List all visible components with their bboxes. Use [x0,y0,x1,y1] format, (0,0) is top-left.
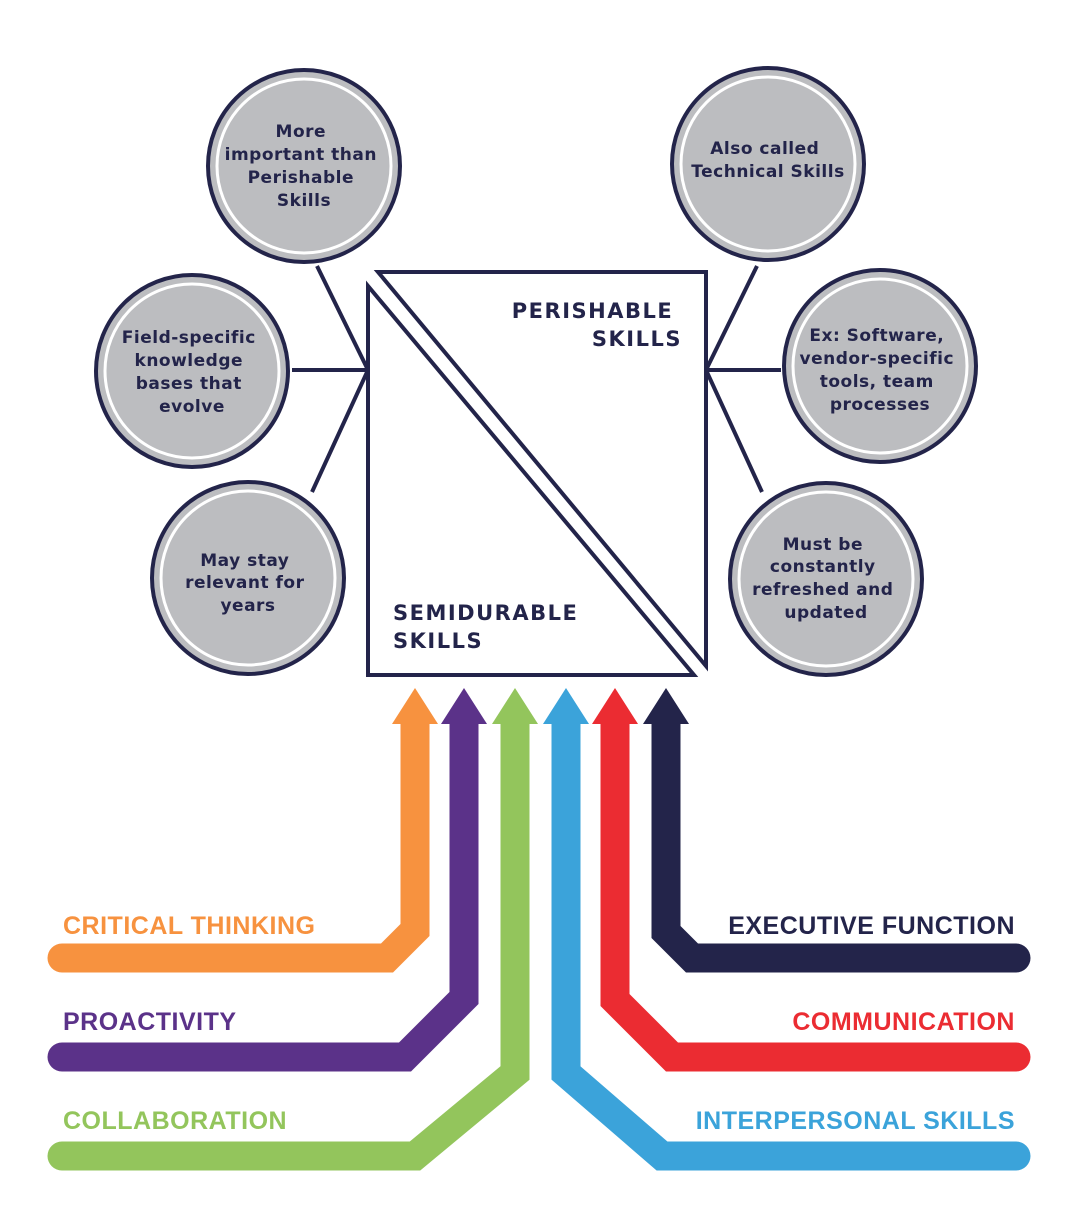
circle-line: May stay [200,551,289,571]
arrow-communication [592,688,1031,1072]
label-proactivity: PROACTIVITY [63,1008,237,1036]
circle-inner-ring [791,277,969,455]
circle-inner-ring [159,489,337,667]
circle-shape [782,268,978,464]
circle-left-bot: May stay relevant for years [150,480,346,676]
circle-shape [150,480,346,676]
circle-line: Also called [710,139,819,159]
circle-line: refreshed and [752,580,893,600]
circle-inner-ring [737,490,915,668]
circle-line: relevant for [185,573,305,593]
circle-line: Must be [783,535,863,555]
circle-line: Perishable [248,168,354,188]
arrow-proactivity [47,688,487,1072]
label-critical-thinking: CRITICAL THINKING [63,912,315,940]
circle-shape [94,273,290,469]
skill-arrows [47,688,1031,1171]
circle-line: Ex: Software, [809,326,944,346]
semidurable-line-2: SKILLS [393,629,483,653]
skills-square [366,270,708,677]
label-communication: COMMUNICATION [792,1008,1015,1036]
perishable-line-2: SKILLS [592,327,682,351]
perishable-line-1: PERISHABLE [512,299,673,323]
label-collaboration: COLLABORATION [63,1107,287,1135]
circle-left-top: More important than Perishable Skills [206,68,402,264]
circle-inner-ring [679,75,857,253]
circle-text: Ex: Software, vendor-specific tools, tea… [800,326,961,415]
perishable-skills-label: PERISHABLE SKILLS [512,299,682,351]
circle-right-top: Also called Technical Skills [670,66,866,262]
circle-inner-ring [103,282,281,460]
arrow-critical-thinking [47,688,438,973]
circle-text: Field-specific knowledge bases that evol… [122,328,262,417]
arrow-collaboration [47,688,538,1171]
circle-line: important than [225,145,377,165]
circle-line: constantly [770,557,876,577]
circle-line: Field-specific [122,328,256,348]
circle-line: vendor-specific [800,349,955,369]
arrow-executive-function [643,688,1031,973]
circle-text: More important than Perishable Skills [225,122,384,211]
circle-line: bases that [136,374,242,394]
semidurable-triangle [366,280,699,677]
perishable-triangle [373,270,708,672]
label-executive-function: EXECUTIVE FUNCTION [728,912,1015,940]
circle-line: More [276,122,327,142]
circle-shape [206,68,402,264]
circle-inner-ring [215,77,393,255]
connector-lines [292,265,781,493]
circle-right-bot: Must be constantly refreshed and updated [728,481,924,677]
circle-line: tools, team [820,372,934,392]
semidurable-skills-label: SEMIDURABLE SKILLS [393,601,587,653]
label-interpersonal-skills: INTERPERSONAL SKILLS [696,1107,1015,1135]
circle-line: evolve [159,397,225,417]
circle-left-mid: Field-specific knowledge bases that evol… [94,273,290,469]
circle-text: Must be constantly refreshed and updated [752,535,900,623]
circle-text: Also called Technical Skills [691,139,844,182]
circle-line: knowledge [135,351,244,371]
circle-shape [728,481,924,677]
circle-right-mid: Ex: Software, vendor-specific tools, tea… [782,268,978,464]
circle-line: years [220,596,275,616]
circle-shape [670,66,866,262]
circle-line: updated [784,603,867,623]
circle-line: processes [830,395,930,415]
semidurable-line-1: SEMIDURABLE [393,601,578,625]
arrow-interpersonal-skills [543,688,1031,1171]
circle-line: Technical Skills [691,162,844,182]
circle-text: May stay relevant for years [185,551,311,616]
circle-line: Skills [277,191,331,211]
